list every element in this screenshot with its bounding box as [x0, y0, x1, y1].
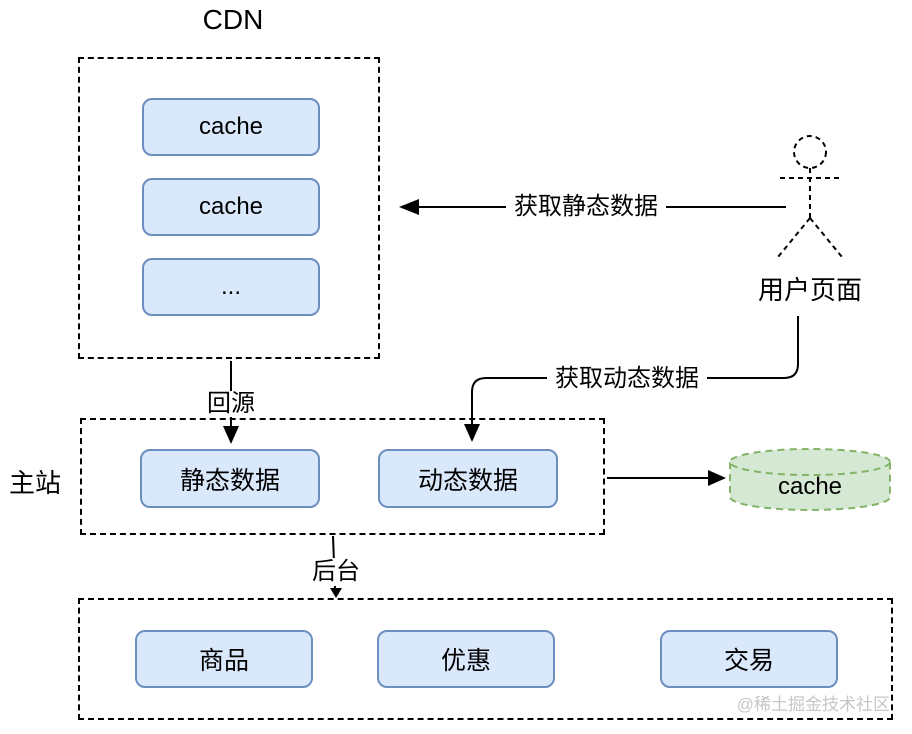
- cdn-ellipsis-node: ...: [142, 258, 320, 316]
- user-stick-figure-icon: [777, 135, 843, 258]
- edge-label-fetch-dynamic: 获取动态数据: [547, 365, 707, 393]
- edge-label-back-to-origin: 回源: [203, 391, 259, 417]
- main-site-container: [80, 418, 605, 535]
- main-site-label: 主站: [8, 468, 61, 498]
- cdn-cache-node-2: cache: [142, 178, 320, 236]
- trade-node: 交易: [660, 630, 838, 688]
- arrowhead-back-to-origin: [223, 426, 239, 444]
- product-node: 商品: [135, 630, 313, 688]
- cache-database-icon: [729, 448, 891, 511]
- edge-label-fetch-static: 获取静态数据: [506, 193, 666, 221]
- cdn-title: CDN: [202, 4, 264, 35]
- cdn-container: [78, 57, 380, 359]
- dynamic-data-node: 动态数据: [378, 449, 558, 508]
- edge-label-backend: 后台: [308, 558, 364, 586]
- cache-database-label: cache: [777, 473, 843, 500]
- static-data-node: 静态数据: [140, 449, 320, 508]
- cdn-cache-node-1: cache: [142, 98, 320, 156]
- arrowhead-fetch-static: [399, 199, 419, 215]
- discount-node: 优惠: [377, 630, 555, 688]
- arrowhead-backend: [330, 588, 342, 598]
- user-page-label: 用户页面: [757, 275, 862, 305]
- arrowhead-to-cache-db: [708, 470, 726, 486]
- backend-container: [78, 598, 893, 720]
- arrowhead-fetch-dynamic: [464, 424, 480, 442]
- watermark: @稀土掘金技术社区: [736, 695, 890, 714]
